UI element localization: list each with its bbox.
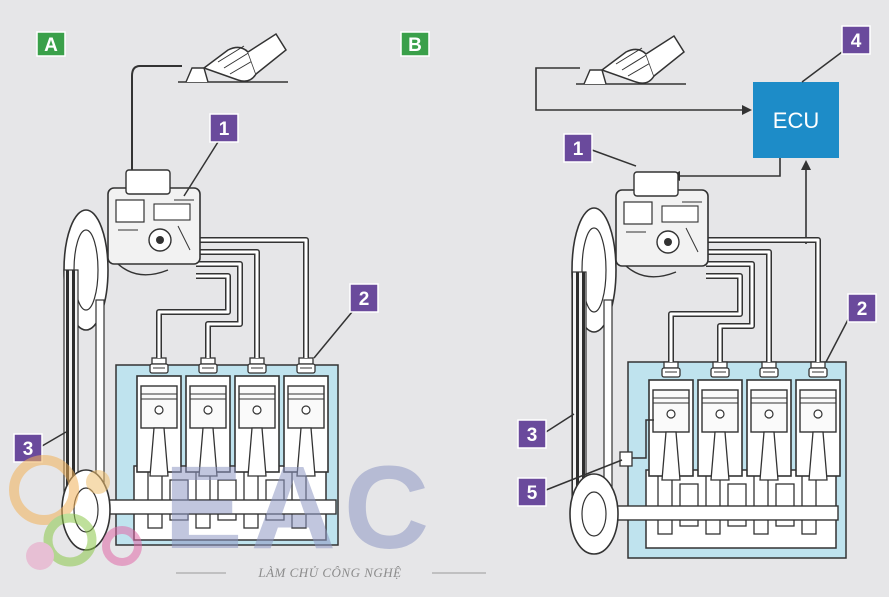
callout-a-2: 2 xyxy=(313,283,379,359)
callout-b-5: 5 xyxy=(517,459,623,507)
callout-b-1: 1 xyxy=(563,133,637,167)
accelerator-pedal-b xyxy=(575,35,687,85)
callout-b-2-label: 2 xyxy=(857,299,868,320)
injection-pump-a xyxy=(107,169,201,276)
callout-b-5-label: 5 xyxy=(527,483,538,504)
accelerator-pedal-a xyxy=(177,33,289,83)
ecu-label: ECU xyxy=(773,108,819,133)
signal-lines-b xyxy=(535,67,807,244)
injection-pump-b xyxy=(615,171,709,278)
callout-a-2-label: 2 xyxy=(359,289,370,310)
watermark-text: EAC xyxy=(164,442,437,574)
panel-b-badge: B xyxy=(400,31,430,57)
timing-belt-b xyxy=(569,207,619,555)
panel-a-badge: A xyxy=(36,31,66,57)
callout-b-1-label: 1 xyxy=(573,139,584,160)
panel-b-label: B xyxy=(408,35,422,56)
crank-sensor-b xyxy=(619,419,654,467)
callout-a-1: 1 xyxy=(183,113,239,197)
callout-a-3-label: 3 xyxy=(23,439,34,460)
callout-b-2: 2 xyxy=(825,293,877,363)
callout-b-4: 4 xyxy=(801,25,871,83)
watermark-logo xyxy=(9,455,142,570)
callout-b-3-label: 3 xyxy=(527,425,538,446)
throttle-cable-a xyxy=(131,65,182,172)
panel-b: B ECU xyxy=(400,25,877,559)
callout-a-1-label: 1 xyxy=(219,119,230,140)
watermark-slogan: LÀM CHỦ CÔNG NGHỆ xyxy=(257,565,401,580)
callout-b-4-label: 4 xyxy=(851,31,862,52)
ecu-box: ECU xyxy=(753,82,839,158)
callout-b-3: 3 xyxy=(517,413,575,449)
panel-a-label: A xyxy=(44,35,58,56)
